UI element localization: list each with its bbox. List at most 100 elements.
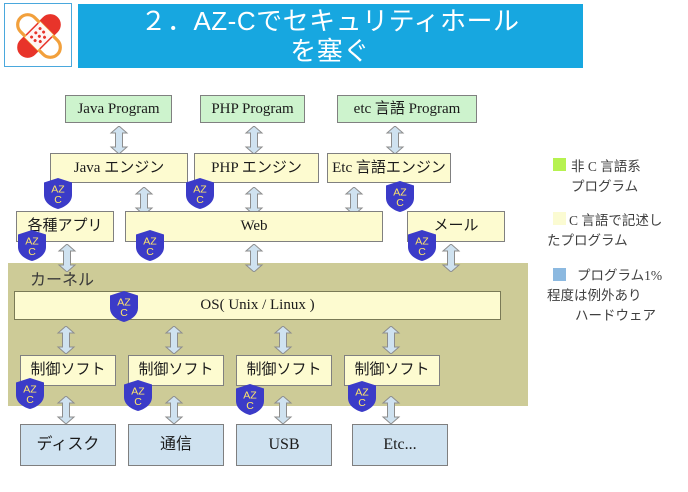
driver-box-label: 制御ソフト [30, 362, 106, 379]
driver-box-label: 制御ソフト [246, 362, 322, 379]
svg-text:C: C [396, 197, 404, 209]
svg-text:AZ: AZ [117, 297, 131, 309]
hardware-box-label: Etc... [383, 436, 417, 454]
svg-text:C: C [196, 194, 204, 206]
svg-text:C: C [246, 400, 254, 412]
service-box-web[interactable]: Web [125, 211, 383, 242]
hardware-box-usb[interactable]: USB [236, 424, 332, 466]
program-box-php[interactable]: PHP Program [200, 95, 305, 123]
hardware-box-etc[interactable]: Etc... [352, 424, 448, 466]
svg-text:C: C [146, 246, 154, 258]
page-title-line1: ２．AZ-Cでセキュリティホール [140, 6, 520, 36]
arrow-etc-engine-service [343, 187, 365, 215]
page-title-line2: を塞ぐ [290, 36, 370, 66]
svg-text:AZ: AZ [393, 187, 407, 199]
engine-box-label: Java エンジン [73, 159, 165, 176]
arrow-os-driver-3 [272, 326, 294, 354]
arrow-mail-kernel [440, 244, 462, 272]
program-box-label: Java Program [77, 100, 160, 117]
engine-box-label: Etc 言語エンジン [332, 159, 446, 176]
service-box-label: 各種アプリ [27, 218, 103, 235]
svg-text:AZ: AZ [23, 384, 37, 396]
svg-text:C: C [418, 246, 426, 258]
legend-label-c-lang-line2: たプログラム [547, 233, 628, 248]
hardware-box-label: 通信 [159, 436, 192, 454]
hardware-box-disk[interactable]: ディスク [20, 424, 116, 466]
arrow-web-kernel [243, 244, 265, 272]
svg-text:C: C [54, 194, 62, 206]
program-box-etc[interactable]: etc 言語 Program [337, 95, 477, 123]
legend-label-hardware-line3: ハードウェア [575, 308, 656, 323]
arrow-os-driver-1 [55, 326, 77, 354]
legend-swatch-non-c [553, 158, 566, 171]
svg-text:C: C [28, 246, 36, 258]
legend-label-c-lang-line1: C 言語で記述し [569, 213, 663, 228]
svg-text:AZ: AZ [193, 184, 207, 196]
hardware-box-label: USB [268, 436, 300, 454]
service-box-label: メール [433, 218, 479, 235]
driver-box-label: 制御ソフト [138, 362, 214, 379]
svg-text:AZ: AZ [25, 236, 39, 248]
bandage-icon [4, 3, 72, 67]
service-box-label: Web [240, 218, 268, 235]
program-box-label: etc 言語 Program [353, 100, 461, 117]
arrow-java-engine-service [133, 187, 155, 215]
legend-swatch-c-lang [553, 212, 566, 225]
arrow-apps-kernel [56, 244, 78, 272]
engine-box-java[interactable]: Java エンジン [50, 153, 188, 183]
arrow-driver-hardware-2 [163, 396, 185, 424]
arrow-driver-hardware-3 [272, 396, 294, 424]
arrow-php-program-engine [243, 126, 265, 154]
arrow-driver-hardware-4 [380, 396, 402, 424]
arrow-driver-hardware-1 [55, 396, 77, 424]
svg-text:AZ: AZ [243, 390, 257, 402]
program-box-label: PHP Program [211, 100, 294, 117]
kernel-label: カーネル [30, 272, 95, 289]
engine-box-etc[interactable]: Etc 言語エンジン [327, 153, 451, 183]
hardware-box-network[interactable]: 通信 [128, 424, 224, 466]
legend-swatch-hardware [553, 268, 566, 281]
driver-box-label: 制御ソフト [354, 362, 430, 379]
svg-text:AZ: AZ [415, 236, 429, 248]
arrow-etc-program-engine [384, 126, 406, 154]
program-box-java[interactable]: Java Program [65, 95, 172, 123]
legend-label-non-c-line1: 非 C 言語系 [571, 159, 641, 174]
svg-text:AZ: AZ [355, 387, 369, 399]
arrow-os-driver-4 [380, 326, 402, 354]
engine-box-label: PHP エンジン [211, 159, 302, 176]
os-box-label: OS( Unix / Linux ) [200, 297, 315, 314]
driver-box-3[interactable]: 制御ソフト [236, 355, 332, 386]
service-box-mail[interactable]: メール [407, 211, 505, 242]
arrow-php-engine-service [243, 187, 265, 215]
svg-text:AZ: AZ [143, 236, 157, 248]
svg-text:C: C [358, 397, 366, 409]
svg-text:C: C [26, 394, 34, 406]
hardware-box-label: ディスク [36, 436, 100, 454]
svg-text:C: C [134, 396, 142, 408]
page-title: ２．AZ-Cでセキュリティホール を塞ぐ [90, 6, 570, 66]
engine-box-php[interactable]: PHP エンジン [194, 153, 319, 183]
legend-label-hardware-line1: プログラム1% [577, 268, 663, 283]
driver-box-4[interactable]: 制御ソフト [344, 355, 440, 386]
arrow-os-driver-2 [163, 326, 185, 354]
legend-label-non-c-line2: プログラム [571, 179, 639, 194]
arrow-java-program-engine [108, 126, 130, 154]
svg-text:AZ: AZ [131, 386, 145, 398]
legend-label-hardware-line2: 程度は例外あり [547, 288, 642, 303]
svg-text:AZ: AZ [51, 184, 65, 196]
svg-text:C: C [120, 307, 128, 319]
driver-box-2[interactable]: 制御ソフト [128, 355, 224, 386]
os-box[interactable]: OS( Unix / Linux ) [14, 291, 501, 320]
